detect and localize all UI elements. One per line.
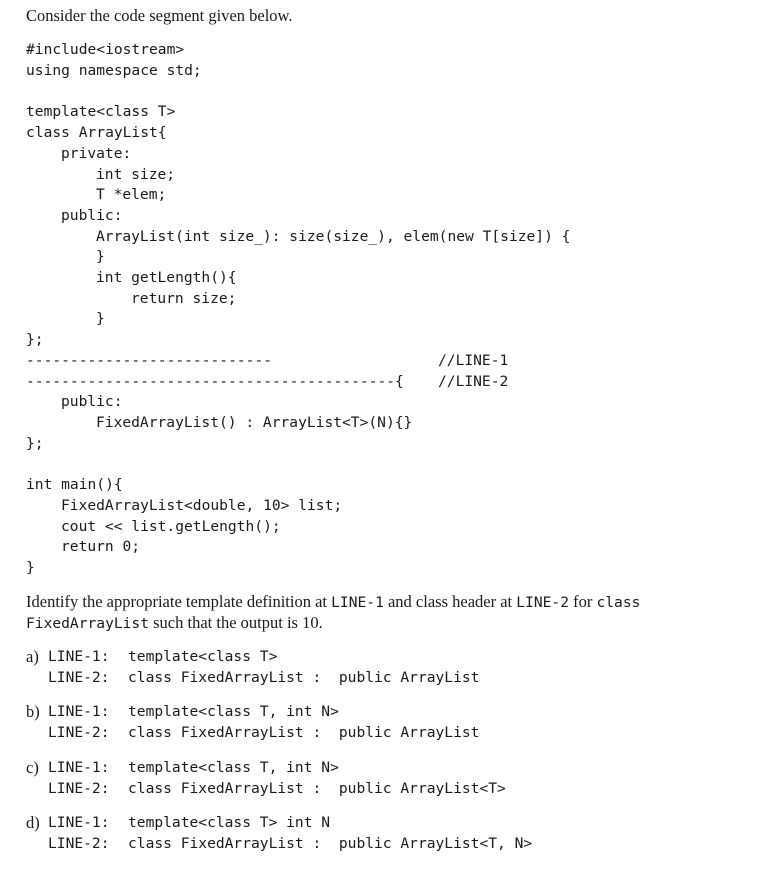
code-line: private: — [61, 145, 132, 162]
code-line: } — [96, 248, 105, 265]
code-line: return 0; — [61, 538, 141, 555]
code-line: } — [96, 310, 105, 327]
code-line: class ArrayList{ — [26, 124, 167, 141]
option-c-key: c) — [26, 758, 39, 777]
code-line: FixedArrayList() : ArrayList<T>(N){} — [96, 414, 413, 431]
code-line: return size; — [131, 290, 237, 307]
code-line: #include<iostream> — [26, 41, 185, 58]
comment-line-2: //LINE-2 — [438, 373, 509, 390]
option-b-line-2: class FixedArrayList : public ArrayList — [128, 724, 480, 741]
question-code: FixedArrayList — [26, 615, 150, 632]
option-a-label-1: LINE-1: — [48, 648, 110, 665]
code-line: }; — [26, 435, 44, 452]
intro-text: Consider the code segment given below. — [26, 6, 293, 25]
option-b-key: b) — [26, 702, 40, 721]
option-b-label-1: LINE-1: — [48, 703, 110, 720]
option-b-line-1: template<class T, int N> — [128, 703, 339, 720]
option-d-label-1: LINE-1: — [48, 814, 110, 831]
option-a-line-1: template<class T> — [128, 648, 278, 665]
comment-line-1: //LINE-1 — [438, 352, 509, 369]
code-line: ArrayList(int size_): size(size_), elem(… — [96, 228, 571, 245]
code-line: template<class T> — [26, 103, 176, 120]
option-c-label-2: LINE-2: — [48, 780, 110, 797]
code-line: T *elem; — [96, 186, 167, 203]
code-line: using namespace std; — [26, 62, 202, 79]
option-c-line-1: template<class T, int N> — [128, 759, 339, 776]
code-line: public: — [61, 393, 123, 410]
question-text: and class header at — [383, 592, 517, 611]
option-a-line-2: class FixedArrayList : public ArrayList — [128, 669, 480, 686]
code-line: }; — [26, 331, 44, 348]
code-line: int getLength(){ — [96, 269, 237, 286]
option-d-key: d) — [26, 813, 40, 832]
option-a-key: a) — [26, 647, 39, 666]
code-line: cout << list.getLength(); — [61, 518, 281, 535]
code-line: FixedArrayList<double, 10> list; — [61, 497, 343, 514]
question-text: for — [568, 592, 597, 611]
blank-line-2: ----------------------------------------… — [26, 373, 404, 390]
question-code: class — [596, 594, 641, 611]
code-line: int size; — [96, 166, 176, 183]
option-c-label-1: LINE-1: — [48, 759, 110, 776]
question-code: LINE-1 — [331, 594, 384, 611]
option-c-line-2: class FixedArrayList : public ArrayList<… — [128, 780, 506, 797]
question-code: LINE-2 — [516, 594, 569, 611]
option-b-label-2: LINE-2: — [48, 724, 110, 741]
question-text: Identify the appropriate template defini… — [26, 592, 332, 611]
option-a-label-2: LINE-2: — [48, 669, 110, 686]
code-line: int main(){ — [26, 476, 123, 493]
question-text: such that the output is 10. — [149, 613, 323, 632]
question-line-2: FixedArrayList such that the output is 1… — [26, 613, 323, 634]
question-line-1: Identify the appropriate template defini… — [26, 592, 640, 613]
code-line: } — [26, 559, 35, 576]
code-line: public: — [61, 207, 123, 224]
option-d-line-1: template<class T> int N — [128, 814, 331, 831]
option-d-line-2: class FixedArrayList : public ArrayList<… — [128, 835, 533, 852]
option-d-label-2: LINE-2: — [48, 835, 110, 852]
blank-line-1: ---------------------------- — [26, 352, 273, 369]
